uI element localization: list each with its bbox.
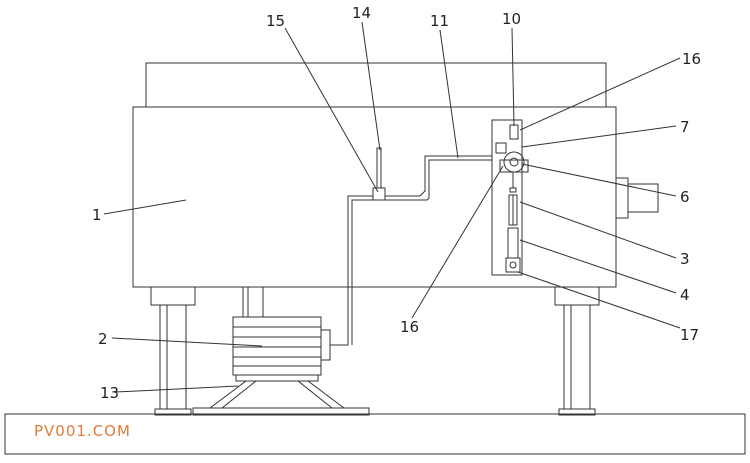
callout-4: 4 [680, 286, 690, 304]
callout-1: 1 [92, 206, 102, 224]
callout-3: 3 [680, 250, 690, 268]
callout-14: 14 [352, 4, 371, 22]
top-cover [145, 62, 607, 108]
right-flange [615, 177, 659, 219]
right-leg [554, 286, 600, 416]
callout-labels: 1 2 3 4 6 7 10 11 13 14 15 16 16 17 [92, 4, 701, 402]
callout-10: 10 [502, 10, 521, 28]
callout-6: 6 [680, 188, 690, 206]
callout-16-top: 16 [682, 50, 701, 68]
main-housing [132, 106, 617, 288]
motor [232, 316, 331, 376]
callout-11: 11 [430, 12, 449, 30]
callout-2: 2 [98, 330, 108, 348]
callout-17: 17 [680, 326, 699, 344]
motor-stand [192, 374, 370, 416]
watermark: PV001.COM [34, 422, 131, 440]
callout-13: 13 [100, 384, 119, 402]
callout-16-bottom: 16 [400, 318, 419, 336]
callout-15: 15 [266, 12, 285, 30]
callout-7: 7 [680, 118, 690, 136]
leader-lines [103, 21, 681, 393]
ground-plate [4, 413, 746, 455]
drive-shaft [242, 286, 264, 318]
pipe [330, 155, 500, 346]
valve [372, 147, 386, 201]
left-leg [150, 286, 196, 416]
